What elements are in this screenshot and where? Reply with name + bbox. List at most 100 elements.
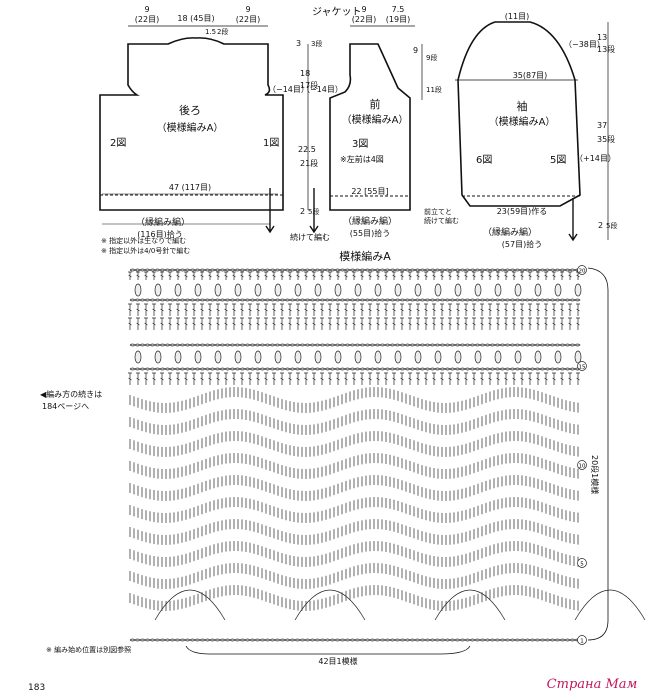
front-width: 22 [55目] <box>351 187 388 196</box>
puff-stitch <box>334 283 342 297</box>
sleeve-piece: 袖 （模様編みA） 6図 5図 (11目) （−38目） 35(87目) （+1… <box>455 12 616 249</box>
sleeve-pattern: （模様編みA） <box>489 115 556 128</box>
sleeve-inc: （+14目） <box>575 154 616 163</box>
row-marker <box>577 361 587 371</box>
front-dimensions: 9 9段 11段 <box>413 44 442 100</box>
chain-row <box>129 638 581 642</box>
wave-row <box>129 387 579 413</box>
front-top-st2: (19目) <box>386 15 410 24</box>
front-direction-arrow <box>309 188 319 234</box>
front-top-w2: 7.5 <box>392 5 405 14</box>
puff-stitch <box>514 350 522 364</box>
sleeve-bottom: (57目)拾う <box>502 239 542 249</box>
puff-stitch <box>134 350 142 364</box>
puff-stitch <box>494 283 502 297</box>
puff-stitch <box>474 350 482 364</box>
puff-stitch <box>354 283 362 297</box>
puff-stitch <box>434 350 442 364</box>
dim-back-armhole-rows: 17段 <box>300 80 318 90</box>
puff-stitch <box>294 283 302 297</box>
puff-stitch <box>134 283 142 297</box>
row-marker-label: 1 <box>580 639 584 645</box>
dim-front-arm-rows: 11段 <box>426 85 442 94</box>
puff-stitch <box>194 350 202 364</box>
puff-stitch <box>174 283 182 297</box>
note-color: ※ 指定以外は生なりで編む <box>101 236 186 245</box>
puff-stitch <box>474 283 482 297</box>
dim-front-neck: 9 <box>413 46 418 55</box>
puff-stitch <box>394 283 402 297</box>
back-outline <box>99 37 284 211</box>
puff-stitch <box>274 283 282 297</box>
puff-stitch <box>234 283 242 297</box>
back-border: （縁編み編） <box>136 216 190 228</box>
puff-stitch <box>534 283 542 297</box>
back-name: 後ろ <box>179 103 201 117</box>
puff-stitch <box>434 283 442 297</box>
back-top-left-st: (22目) <box>135 15 159 24</box>
puff-stitch <box>194 283 202 297</box>
wave-row <box>129 585 579 611</box>
chart-repeat-bracket-sts <box>185 645 471 655</box>
row-marker-label: 5 <box>580 562 584 568</box>
dim-back-body-rows: 21段 <box>300 158 318 168</box>
wave-row <box>129 475 579 501</box>
dim-sleeve-cap: 13 <box>597 33 607 42</box>
puff-stitch <box>374 350 382 364</box>
puff-stitch <box>254 283 262 297</box>
puff-stitch <box>174 350 182 364</box>
wave-row <box>129 519 579 545</box>
front-pattern: （模様編みA） <box>342 113 409 126</box>
sleeve-outline <box>457 21 581 207</box>
chain-row <box>129 268 581 272</box>
chart-rows-label: 20段1模様 <box>590 455 600 494</box>
watermark: Страна Мам <box>547 677 638 692</box>
wave-row <box>129 453 579 479</box>
puff-stitch <box>314 350 322 364</box>
dim-back-shoulder: 3 <box>296 39 301 48</box>
front-top-w1: 9 <box>361 5 366 14</box>
sleeve-right-fig: 5図 <box>550 154 566 166</box>
page-number: 183 <box>28 683 45 693</box>
sleeve-dimensions: 13 13段 37 35段 2 5段 <box>597 22 617 240</box>
row-marker-label: 20 <box>579 269 586 275</box>
fan-stitch <box>434 589 506 621</box>
puff-stitch <box>514 283 522 297</box>
dim-back-shoulder-rows: 3段 <box>311 39 322 48</box>
puff-stitch <box>394 350 402 364</box>
puff-stitch <box>494 350 502 364</box>
row-marker <box>577 635 587 645</box>
front-outline <box>329 43 411 211</box>
back-direction-arrow <box>265 188 275 234</box>
back-top-right-w: 9 <box>245 5 250 14</box>
sleeve-name: 袖 <box>517 99 528 113</box>
back-neck-h: 1.5 <box>205 28 216 36</box>
puff-stitch <box>314 283 322 297</box>
sleeve-width: 35(87目) <box>513 71 548 80</box>
back-piece: 後ろ （模様編みA） 2図 1図 9 (22目) 18 (45目) 9 (22目… <box>99 5 309 239</box>
puff-stitch <box>574 283 582 297</box>
front-join-note2: 続けて編む <box>424 216 459 225</box>
dim-sleeve-border: 2 <box>598 221 603 230</box>
front-name: 前 <box>370 97 381 111</box>
sleeve-border: （縁編み編） <box>483 226 537 238</box>
back-neck-h-rows: 2段 <box>217 27 228 36</box>
sleeve-left-fig: 6図 <box>476 154 492 166</box>
front-arm-dec: （−14目） <box>302 85 343 94</box>
front-note: ※左前は4図 <box>340 154 384 164</box>
row-marker-label: 10 <box>579 464 586 470</box>
note-needle: ※ 指定以外は4/0号針で編む <box>101 246 190 255</box>
sleeve-direction-arrow <box>568 198 578 242</box>
front-border: （縁編み編） <box>343 215 397 227</box>
puff-stitch <box>414 350 422 364</box>
puff-stitch <box>154 350 162 364</box>
front-fig: 3図 <box>352 138 368 150</box>
dim-back-body: 22.5 <box>298 145 316 154</box>
puff-stitch <box>554 283 562 297</box>
row-marker-label: 15 <box>579 365 586 371</box>
fan-stitch <box>154 589 226 621</box>
sleeve-cuff: 23(59目)作る <box>497 206 548 216</box>
chart-rows <box>128 268 646 642</box>
back-left-fig: 2図 <box>110 137 126 149</box>
puff-stitch <box>154 283 162 297</box>
